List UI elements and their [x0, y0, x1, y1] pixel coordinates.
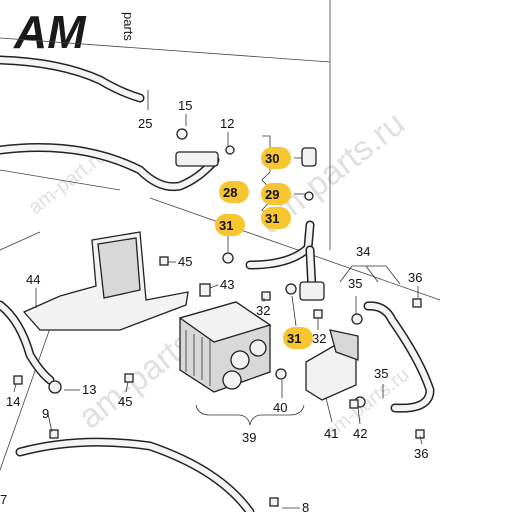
callout-45-bottom: 45	[118, 394, 132, 409]
badge-31-bottom	[283, 327, 313, 349]
callout-43: 43	[220, 277, 234, 292]
logo-parts-text: parts	[121, 12, 136, 41]
logo-am-text: AM	[13, 6, 87, 58]
callout-41: 41	[324, 426, 338, 441]
badge-31-left	[215, 214, 245, 236]
callout-39: 39	[242, 430, 256, 445]
callout-15: 15	[178, 98, 192, 113]
callout-7: 7	[0, 492, 7, 507]
callout-9: 9	[42, 406, 49, 421]
callout-13: 13	[82, 382, 96, 397]
callout-36-bottom: 36	[414, 446, 428, 461]
callout-31-top: 31	[265, 211, 279, 226]
callout-32-right: 32	[312, 331, 326, 346]
upper-hose	[0, 55, 145, 103]
callout-42: 42	[353, 426, 367, 441]
badge-31-top	[261, 207, 291, 229]
thermostat-housing	[305, 329, 359, 401]
callout-8: 8	[302, 500, 309, 512]
callout-35-top: 35	[348, 276, 362, 291]
oil-cooler	[178, 301, 272, 393]
callout-12: 12	[220, 116, 234, 131]
left-hose	[0, 300, 55, 385]
callout-35-bottom: 35	[374, 366, 388, 381]
callout-44: 44	[26, 272, 40, 287]
highlight-badges	[215, 147, 313, 349]
callout-30: 30	[265, 151, 279, 166]
frame-lines	[0, 0, 441, 471]
callout-40: 40	[273, 400, 287, 415]
callout-29: 29	[265, 187, 279, 202]
heat-shield-bracket	[22, 231, 189, 331]
callout-34: 34	[356, 244, 370, 259]
callout-31-bottom: 31	[287, 331, 301, 346]
callout-36-top: 36	[408, 270, 422, 285]
callout-45-top: 45	[178, 254, 192, 269]
callout-31-left: 31	[219, 218, 233, 233]
bottom-hose	[15, 437, 255, 512]
callout-numbers: 25 15 12 30 28 29 31 31 31 45 43 32 32 3…	[0, 98, 428, 512]
callout-32-mid: 32	[256, 303, 270, 318]
badge-28	[219, 181, 249, 203]
brace-34	[339, 265, 401, 285]
callout-14: 14	[6, 394, 20, 409]
fasteners	[13, 128, 425, 507]
callout-25: 25	[138, 116, 152, 131]
am-parts-logo: AM parts	[13, 6, 136, 58]
right-pipe	[363, 301, 435, 413]
badge-30	[261, 147, 291, 169]
badge-29	[261, 183, 291, 205]
leader-lines	[13, 90, 423, 509]
brace-39	[195, 404, 305, 426]
coolant-pipe	[0, 143, 220, 192]
pipe-elbow	[245, 147, 325, 301]
callout-28: 28	[223, 185, 237, 200]
